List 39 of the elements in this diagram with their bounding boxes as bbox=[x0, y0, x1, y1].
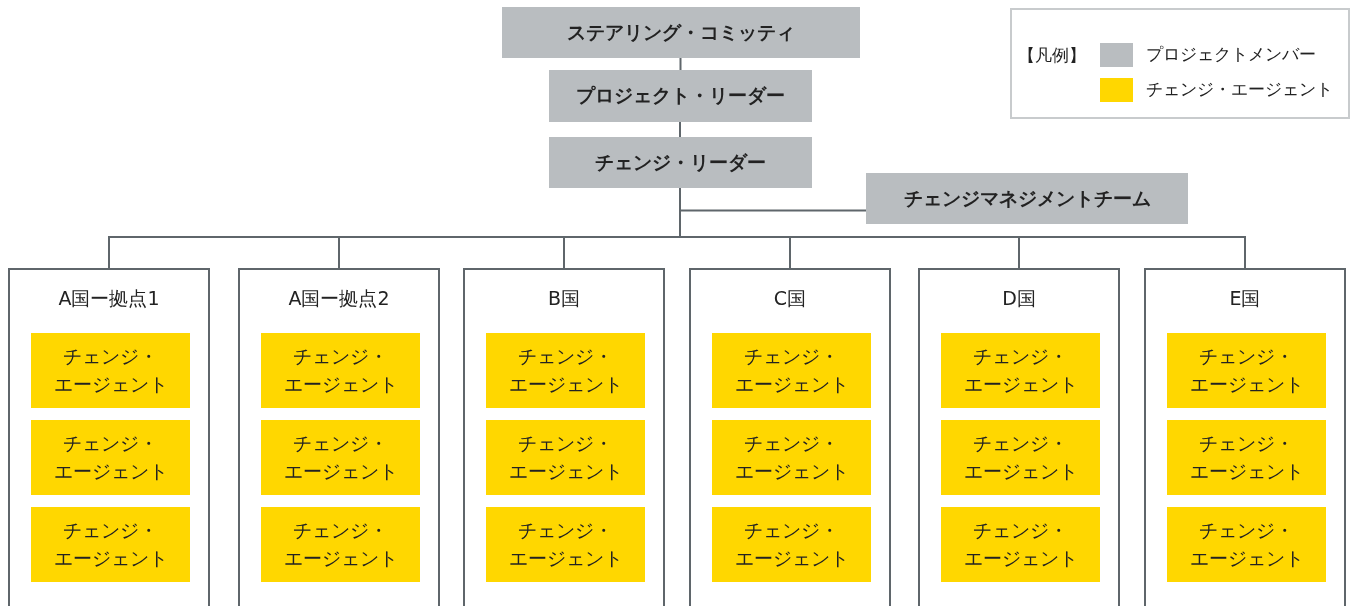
agent-box: チェンジ・エージェント bbox=[712, 507, 871, 582]
connector-line bbox=[679, 57, 682, 71]
agent-box: チェンジ・エージェント bbox=[941, 333, 1100, 408]
agent-box: チェンジ・エージェント bbox=[486, 333, 645, 408]
agent-box: チェンジ・エージェント bbox=[712, 420, 871, 495]
legend-label: プロジェクトメンバー bbox=[1146, 43, 1316, 66]
country-heading: A国ー拠点1 bbox=[57, 286, 161, 311]
agent-box: チェンジ・エージェント bbox=[712, 333, 871, 408]
agent-box: チェンジ・エージェント bbox=[486, 507, 645, 582]
agent-box: チェンジ・エージェント bbox=[261, 333, 420, 408]
agent-box: チェンジ・エージェント bbox=[31, 420, 190, 495]
role-box: チェンジマネジメントチーム bbox=[866, 173, 1188, 224]
country-box bbox=[8, 268, 210, 606]
country-heading: D国 bbox=[1001, 286, 1037, 311]
country-box bbox=[238, 268, 440, 606]
role-box: ステアリング・コミッティ bbox=[502, 7, 860, 58]
legend-title: 【凡例】 bbox=[1018, 44, 1086, 67]
role-box: チェンジ・リーダー bbox=[549, 137, 812, 188]
country-heading: C国 bbox=[772, 286, 808, 311]
connector-line bbox=[679, 121, 681, 138]
agent-box: チェンジ・エージェント bbox=[1167, 333, 1326, 408]
agent-box: チェンジ・エージェント bbox=[941, 507, 1100, 582]
agent-box: チェンジ・エージェント bbox=[261, 420, 420, 495]
country-heading: E国 bbox=[1228, 286, 1262, 311]
country-box bbox=[918, 268, 1120, 606]
country-box bbox=[1144, 268, 1346, 606]
country-box bbox=[689, 268, 891, 606]
role-box: プロジェクト・リーダー bbox=[549, 70, 812, 122]
agent-box: チェンジ・エージェント bbox=[486, 420, 645, 495]
country-heading: B国 bbox=[546, 286, 581, 311]
agent-box: チェンジ・エージェント bbox=[1167, 507, 1326, 582]
agent-box: チェンジ・エージェント bbox=[31, 507, 190, 582]
legend-label: チェンジ・エージェント bbox=[1146, 78, 1333, 101]
agent-box: チェンジ・エージェント bbox=[261, 507, 420, 582]
agent-box: チェンジ・エージェント bbox=[941, 420, 1100, 495]
agent-box: チェンジ・エージェント bbox=[1167, 420, 1326, 495]
agent-box: チェンジ・エージェント bbox=[31, 333, 190, 408]
country-box bbox=[463, 268, 665, 606]
country-heading: A国ー拠点2 bbox=[287, 286, 391, 311]
